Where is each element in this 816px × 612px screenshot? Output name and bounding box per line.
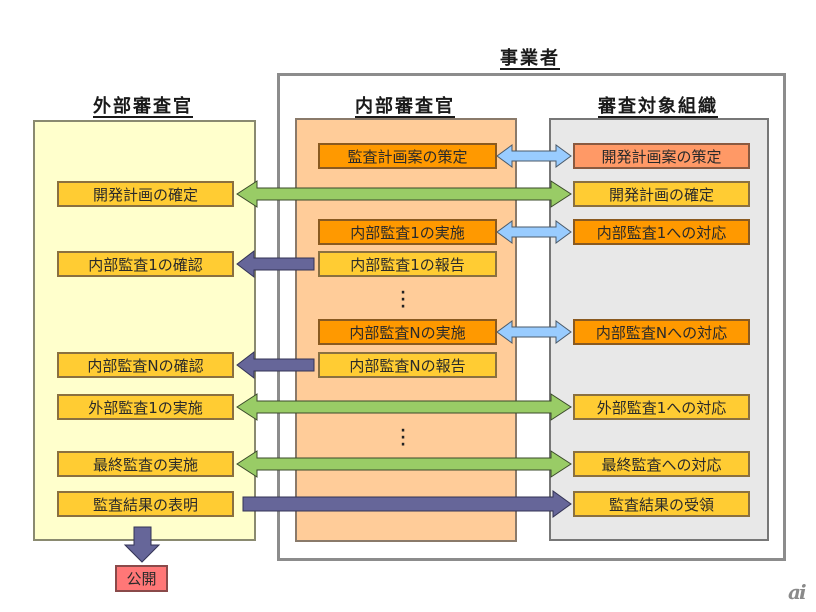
internal-item-audit-n-report: 内部監査Nの報告 <box>318 352 497 378</box>
audited-org-title: 審査対象組織 <box>598 96 718 117</box>
internal-item-audit-1-exec: 内部監査1の実施 <box>318 219 497 245</box>
internal-item-audit-plan-draft: 監査計画案の策定 <box>318 143 497 169</box>
external-auditor-title: 外部審査官 <box>93 96 193 117</box>
org-item-internal-audit-n-response: 内部監査Nへの対応 <box>573 319 750 345</box>
org-item-plan-draft: 開発計画案の策定 <box>573 143 750 169</box>
ellipsis-internal-audits: ··· <box>400 285 406 315</box>
org-item-final-audit-response: 最終監査への対応 <box>573 451 750 477</box>
external-item-internal-audit-1-check: 内部監査1の確認 <box>57 251 234 277</box>
internal-item-audit-n-exec: 内部監査Nの実施 <box>318 319 497 345</box>
external-item-audit-result-statement: 監査結果の表明 <box>57 491 234 517</box>
org-item-internal-audit-1-response: 内部監査1への対応 <box>573 219 750 245</box>
ai-logo: ai <box>788 580 807 604</box>
internal-auditor-title: 内部審査官 <box>355 96 455 117</box>
ellipsis-external-audits: ··· <box>400 423 406 453</box>
org-item-audit-result-receipt: 監査結果の受領 <box>573 491 750 517</box>
external-item-plan-confirm: 開発計画の確定 <box>57 181 234 207</box>
external-item-final-audit: 最終監査の実施 <box>57 451 234 477</box>
org-item-external-audit-1-response: 外部監査1への対応 <box>573 394 750 420</box>
business-operator-title: 事業者 <box>500 48 560 69</box>
external-item-internal-audit-n-check: 内部監査Nの確認 <box>57 352 234 378</box>
publish-box: 公開 <box>115 565 168 592</box>
external-item-external-audit-1: 外部監査1の実施 <box>57 394 234 420</box>
org-item-plan-confirm: 開発計画の確定 <box>573 181 750 207</box>
internal-item-audit-1-report: 内部監査1の報告 <box>318 251 497 277</box>
